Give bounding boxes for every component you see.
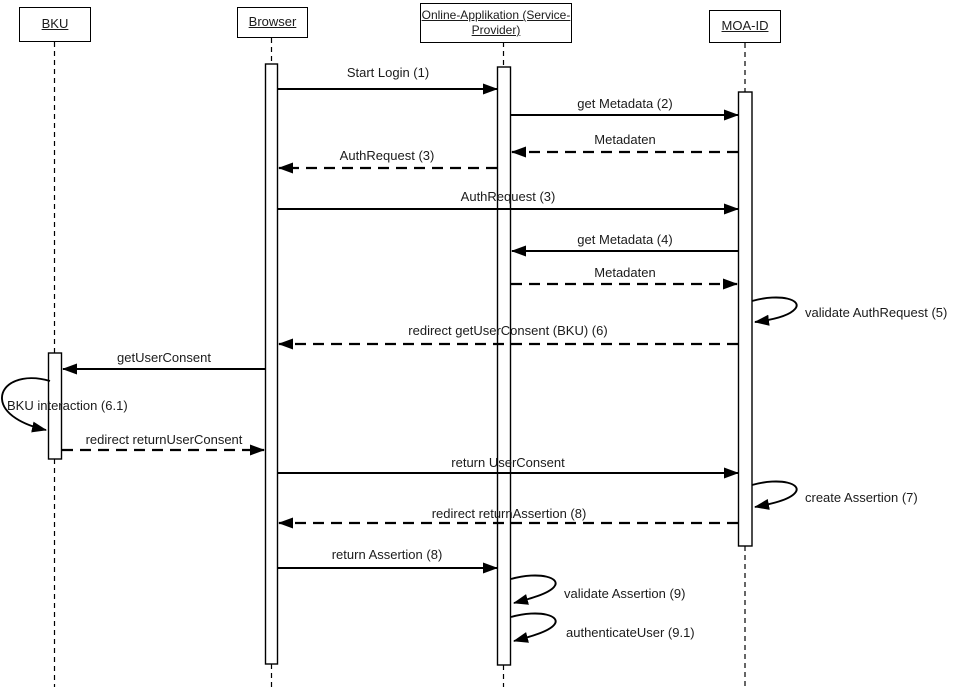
actor-box-moa-id: MOA-ID xyxy=(709,10,781,43)
activation-bar-bku xyxy=(47,352,63,460)
message-label-validate-authrequest: validate AuthRequest (5) xyxy=(805,305,948,320)
activation-bar-online-applikation xyxy=(496,66,512,666)
message-label-authenticateuser: authenticateUser (9.1) xyxy=(566,625,695,640)
self-loop-validate-authrequest xyxy=(751,296,798,326)
message-label-start-login: Start Login (1) xyxy=(346,65,430,80)
actor-label-bku: BKU xyxy=(41,16,69,32)
actor-box-browser: Browser xyxy=(237,7,308,38)
activation-bar-browser xyxy=(264,63,279,665)
message-label-getuserconsent: getUserConsent xyxy=(117,350,211,365)
actor-label-moa-id: MOA-ID xyxy=(721,18,769,34)
message-label-metadaten-1: Metadaten xyxy=(594,132,656,147)
message-label-get-metadata-4: get Metadata (4) xyxy=(577,232,673,247)
message-label-metadaten-2: Metadaten xyxy=(594,265,656,280)
self-loop-bku-interaction xyxy=(1,377,51,433)
message-label-validate-assertion: validate Assertion (9) xyxy=(564,586,686,601)
message-label-redirect-returnuserconsent: redirect returnUserConsent xyxy=(85,432,243,447)
message-label-get-metadata-2: get Metadata (2) xyxy=(577,96,673,111)
message-label-create-assertion: create Assertion (7) xyxy=(805,490,918,505)
actor-label-browser: Browser xyxy=(248,14,297,30)
self-loop-validate-assertion xyxy=(510,574,557,605)
actor-label-online-applikation: Online-Applikation (Service- Provider) xyxy=(421,8,571,37)
actor-box-online-applikation: Online-Applikation (Service- Provider) xyxy=(420,3,572,43)
message-label-return-assertion: return Assertion (8) xyxy=(331,547,443,562)
message-label-authrequest: AuthRequest (3) xyxy=(460,189,556,204)
message-label-bku-interaction: BKU interaction (6.1) xyxy=(7,398,128,413)
self-loop-create-assertion xyxy=(751,480,798,510)
self-loop-authenticateuser xyxy=(510,612,557,643)
message-label-return-userconsent: return UserConsent xyxy=(451,455,565,470)
message-label-redirect-getuserconsent: redirect getUserConsent (BKU) (6) xyxy=(408,323,608,338)
message-label-authrequest-redirect: AuthRequest (3) xyxy=(339,148,435,163)
message-label-redirect-returnassertion: redirect returnAssertion (8) xyxy=(431,506,587,521)
activation-bar-moa-id xyxy=(737,91,753,547)
actor-box-bku: BKU xyxy=(19,7,91,42)
